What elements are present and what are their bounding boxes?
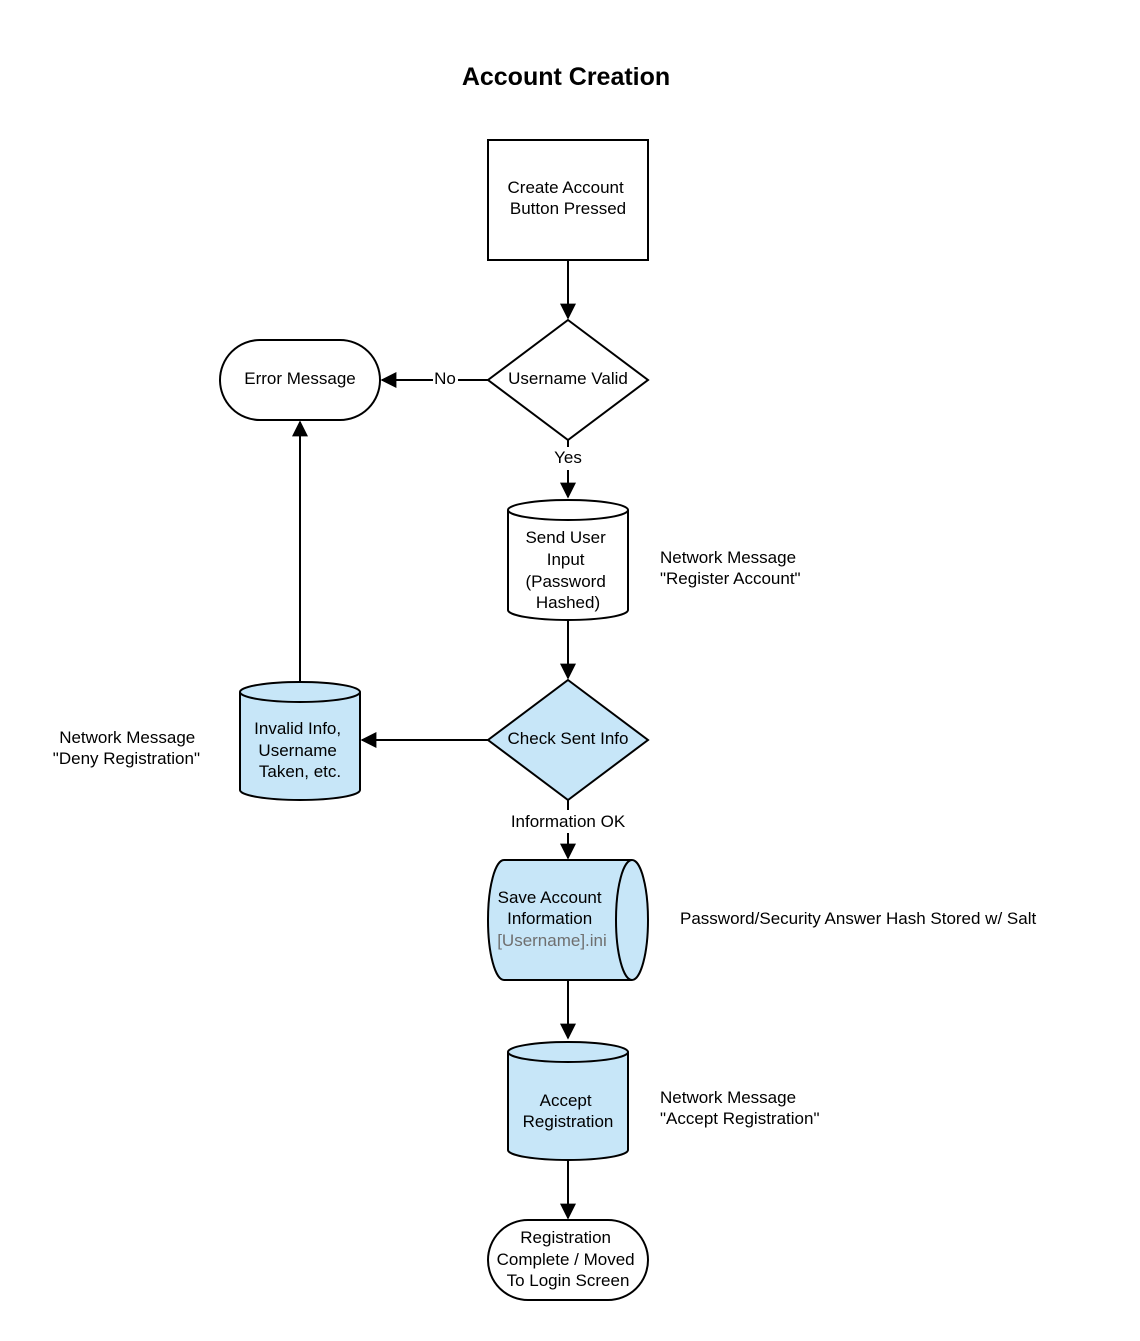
note-accept-registration: Network Message "Accept Registration"	[660, 1088, 819, 1128]
node-create-account-line-2: Button Pressed	[510, 199, 626, 218]
node-username-valid: Username Valid	[486, 318, 650, 442]
node-invalid-info-line-3: Taken, etc.	[259, 762, 341, 781]
node-invalid-info-line-1: Invalid Info,	[254, 719, 341, 738]
node-registration-complete: Registration Complete / Moved To Login S…	[487, 1219, 649, 1301]
svg-text:Save Account Information: Save Account Information [Username].ini	[497, 888, 607, 950]
node-check-sent-info: Check Sent Info	[486, 678, 650, 802]
note-deny-registration-line-2: "Deny Registration"	[53, 749, 200, 768]
node-create-account: Create Account Button Pressed	[487, 139, 649, 261]
note-hash-stored: Password/Security Answer Hash Stored w/ …	[680, 909, 1036, 928]
svg-text:Create Account Button Pr: Create Account Button Pressed	[508, 178, 629, 218]
svg-text:Error Message: Error Message	[244, 369, 355, 388]
note-deny-registration: Network Message "Deny Registration"	[53, 728, 200, 768]
node-save-account-line-2: Information	[507, 909, 592, 928]
svg-text:Invalid Info, Username: Invalid Info, Username Taken, etc.	[254, 719, 346, 781]
node-send-user-input-line-2: Input	[547, 550, 585, 569]
node-registration-complete-line-2: Complete / Moved	[497, 1250, 635, 1269]
note-accept-registration-line-1: Network Message	[660, 1088, 796, 1107]
svg-text:Accept Registration: Accept Registration	[523, 1091, 614, 1131]
node-error-message-label: Error Message	[244, 369, 355, 388]
node-invalid-info-line-2: Username	[258, 741, 336, 760]
node-username-valid-label: Username Valid	[508, 369, 628, 388]
node-send-user-input-line-4: Hashed)	[536, 593, 600, 612]
svg-text:Username Valid: Username Valid	[508, 369, 628, 388]
node-create-account-line-1: Create Account	[508, 178, 625, 197]
node-save-account: Save Account Information [Username].ini	[487, 859, 649, 981]
note-hash-stored-line-1: Password/Security Answer Hash Stored w/ …	[680, 909, 1036, 928]
svg-text:Send User Input (P: Send User Input (Password Hashed)	[525, 528, 610, 612]
edge-label-yes: Yes	[554, 448, 582, 467]
node-send-user-input-line-1: Send User	[525, 528, 606, 547]
note-deny-registration-line-1: Network Message	[59, 728, 195, 747]
node-accept-registration: Accept Registration	[507, 1041, 629, 1161]
svg-text:Check Sent Info: Check Sent Info	[508, 729, 629, 748]
node-check-sent-info-label: Check Sent Info	[508, 729, 629, 748]
node-save-account-sublabel: [Username].ini	[497, 931, 607, 950]
node-save-account-line-1: Save Account	[498, 888, 602, 907]
diagram-title: Account Creation	[462, 63, 670, 91]
edge-label-no: No	[434, 369, 456, 388]
node-invalid-info: Invalid Info, Username Taken, etc.	[239, 681, 361, 801]
node-registration-complete-line-3: To Login Screen	[507, 1271, 630, 1290]
note-register-account-line-1: Network Message	[660, 548, 796, 567]
node-send-user-input-line-3: (Password	[525, 572, 605, 591]
node-registration-complete-line-1: Registration	[520, 1228, 611, 1247]
note-register-account: Network Message "Register Account"	[660, 548, 801, 588]
note-accept-registration-line-2: "Accept Registration"	[660, 1109, 819, 1128]
node-error-message: Error Message	[219, 339, 381, 421]
node-accept-registration-line-1: Accept	[540, 1091, 592, 1110]
edge-label-information-ok: Information OK	[511, 812, 626, 831]
node-send-user-input: Send User Input (Password Hashed)	[507, 499, 629, 621]
note-register-account-line-2: "Register Account"	[660, 569, 801, 588]
node-accept-registration-line-2: Registration	[523, 1112, 614, 1131]
svg-text:Registration Complete /: Registration Complete / Moved To Login S…	[497, 1228, 640, 1290]
